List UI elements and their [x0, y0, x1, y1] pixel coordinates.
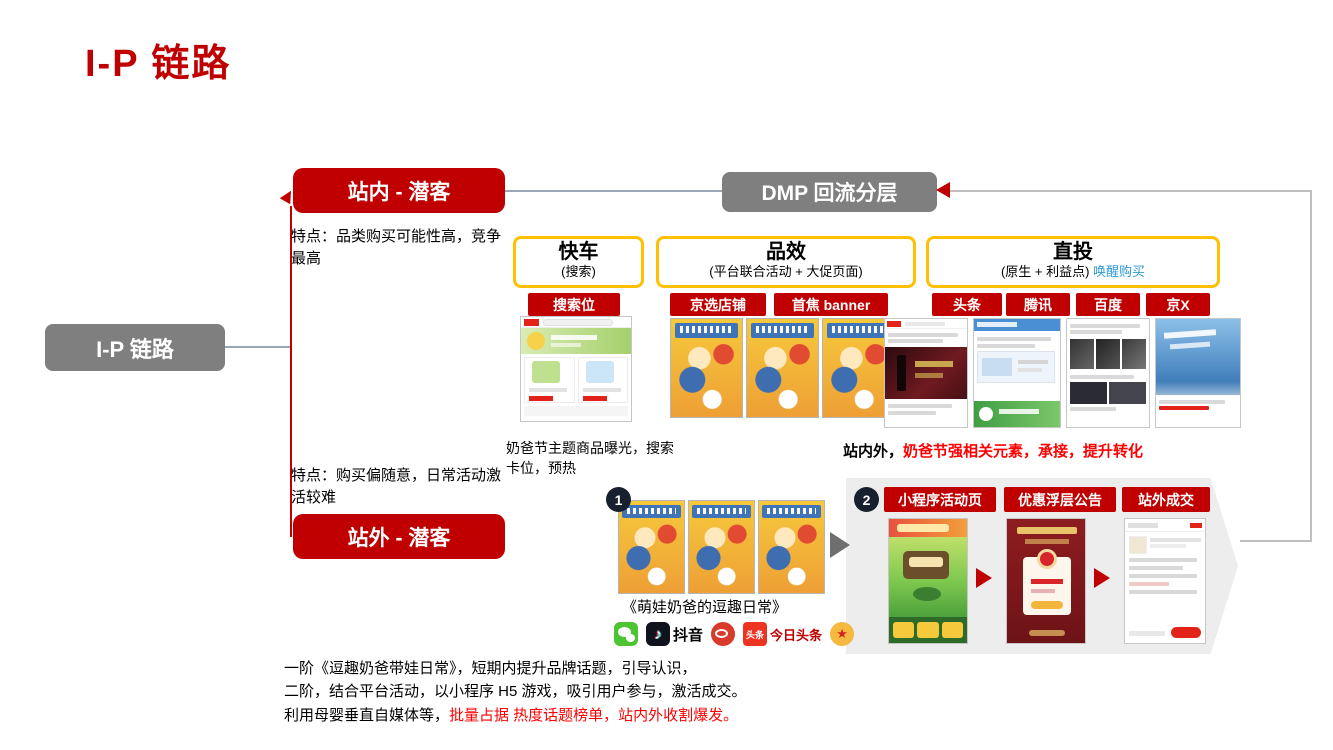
chip-jingx: 京X: [1146, 293, 1210, 316]
summary-line-1: 一阶《逗趣奶爸带娃日常》，短期内提升品牌话题，引导认识，: [284, 660, 697, 677]
campaign-poster: [670, 318, 743, 418]
summary-line-2: 二阶，结合平台活动，以小程序 H5 游戏，吸引用户参与，激活成交。: [284, 683, 747, 701]
summary-text: 一阶《逗趣奶爸带娃日常》，短期内提升品牌话题，引导认识， 二阶，结合平台活动，以…: [284, 657, 784, 727]
channel-pinxiao-subtitle: (平台联合活动 + 大促页面): [709, 264, 863, 279]
channel-pinxiao-title: 品效: [766, 241, 806, 263]
chip-search-slot: 搜索位: [528, 293, 620, 316]
campaign-poster: [618, 500, 685, 594]
onsite-trait-note: 特点：品类购买可能性高，竞争最高: [291, 228, 502, 267]
chip-baidu: 百度: [1076, 293, 1140, 316]
douyin-label: 抖音: [673, 626, 704, 644]
channel-kuaiche-title: 快车: [558, 241, 599, 263]
toutiao-label: 今日头条: [770, 627, 823, 643]
channel-zhitou-title: 直投: [1053, 241, 1093, 263]
onsite-offsite-note: 站内外，奶爸节强相关元素，承接，提升转化: [843, 441, 1143, 463]
chip-toutiao: 头条: [932, 293, 1002, 316]
connector-top-right-line: [950, 190, 1312, 192]
onsite-audience-label: 站内 - 潜客: [347, 180, 451, 204]
campaign-poster: [746, 318, 819, 418]
connector-ip-line: [225, 346, 291, 348]
search-exposure-note: 奶爸节主题商品曝光，搜索卡位，预热: [506, 440, 674, 477]
star-logo-icon: ★: [830, 622, 855, 646]
step-2-badge: 2: [854, 487, 879, 512]
onsite-offsite-note-black: 站内外，: [843, 443, 904, 460]
onsite-offsite-note-red: 奶爸节强相关元素，承接，提升转化: [903, 443, 1144, 460]
connector-onsite-dmp-line: [505, 190, 722, 192]
toutiao-icon: 头条: [743, 622, 768, 646]
arrowhead-into-dmp-icon: [936, 182, 950, 198]
arrow-coupon-to-deal-icon: [1094, 568, 1110, 588]
channel-zhitou-subtitle-text: (原生 + 利益点): [1000, 264, 1090, 279]
arrow-posters-to-flow-icon: [830, 532, 850, 558]
channel-box-pinxiao: 品效 (平台联合活动 + 大促页面): [656, 236, 916, 288]
tencent-ad-screenshot: [973, 318, 1061, 428]
dmp-node: DMP 回流分层: [722, 172, 937, 212]
search-results-screenshot: [520, 316, 632, 422]
summary-line-3-black: 利用母婴垂直自媒体等，: [284, 706, 450, 724]
channel-kuaiche-subtitle: (搜索): [561, 264, 596, 279]
arrow-game-to-coupon-icon: [976, 568, 992, 588]
campaign-poster: [758, 500, 825, 594]
poster-caption: 《萌娃奶爸的逗趣日常》: [622, 599, 788, 616]
chip-coupon-popup: 优惠浮层公告: [1004, 487, 1116, 512]
toutiao-ad-screenshot: [884, 318, 968, 428]
ip-link-node-label: I-P 链路: [96, 336, 174, 362]
channel-zhitou-highlight-text: 唤醒购买: [1093, 264, 1146, 279]
page-title: I-P 链路: [85, 43, 232, 85]
miniapp-game-screenshot: [888, 518, 968, 644]
connector-right-vertical-line: [1310, 190, 1312, 542]
ip-link-node: I-P 链路: [45, 324, 225, 371]
chip-offsite-deal: 站外成交: [1122, 487, 1210, 512]
step-1-badge: 1: [606, 487, 631, 512]
channel-zhitou-subtitle: (原生 + 利益点) 唤醒购买: [929, 264, 1217, 280]
social-icons-row: ♪ 抖音 头条 今日头条 ★: [614, 622, 855, 646]
connector-left-vertical-line: [290, 206, 292, 537]
channel-box-kuaiche: 快车 (搜索): [513, 236, 644, 288]
campaign-poster: [822, 318, 895, 418]
offsite-trait-note: 特点：购买偏随意，日常活动激活较难: [291, 467, 502, 506]
chip-tencent: 腾讯: [1006, 293, 1070, 316]
coupon-popup-screenshot: [1006, 518, 1086, 644]
order-page-screenshot: [1124, 518, 1206, 644]
chip-homepage-banner: 首焦 banner: [774, 293, 888, 316]
weibo-icon: [711, 622, 736, 646]
onsite-audience-node: 站内 - 潜客: [293, 168, 505, 213]
offsite-audience-label: 站外 - 潜客: [347, 526, 451, 550]
connector-band-to-right-line: [1240, 540, 1312, 542]
campaign-poster: [688, 500, 755, 594]
baidu-ad-screenshot: [1066, 318, 1150, 428]
jingx-ad-screenshot: [1155, 318, 1241, 428]
chip-miniapp-page: 小程序活动页: [884, 487, 996, 512]
douyin-icon: ♪: [646, 622, 670, 646]
dmp-node-label: DMP 回流分层: [761, 182, 898, 205]
wechat-icon: [614, 622, 638, 646]
summary-line-3-red: 批量占据 热度话题榜单，站内外收割爆发。: [449, 706, 739, 724]
chip-jd-select-store: 京选店铺: [670, 293, 766, 316]
offsite-audience-node: 站外 - 潜客: [293, 514, 505, 559]
channel-box-zhitou: 直投 (原生 + 利益点) 唤醒购买: [926, 236, 1220, 288]
summary-line-3: 利用母婴垂直自媒体等，批量占据 热度话题榜单，站内外收割爆发。: [284, 704, 784, 727]
